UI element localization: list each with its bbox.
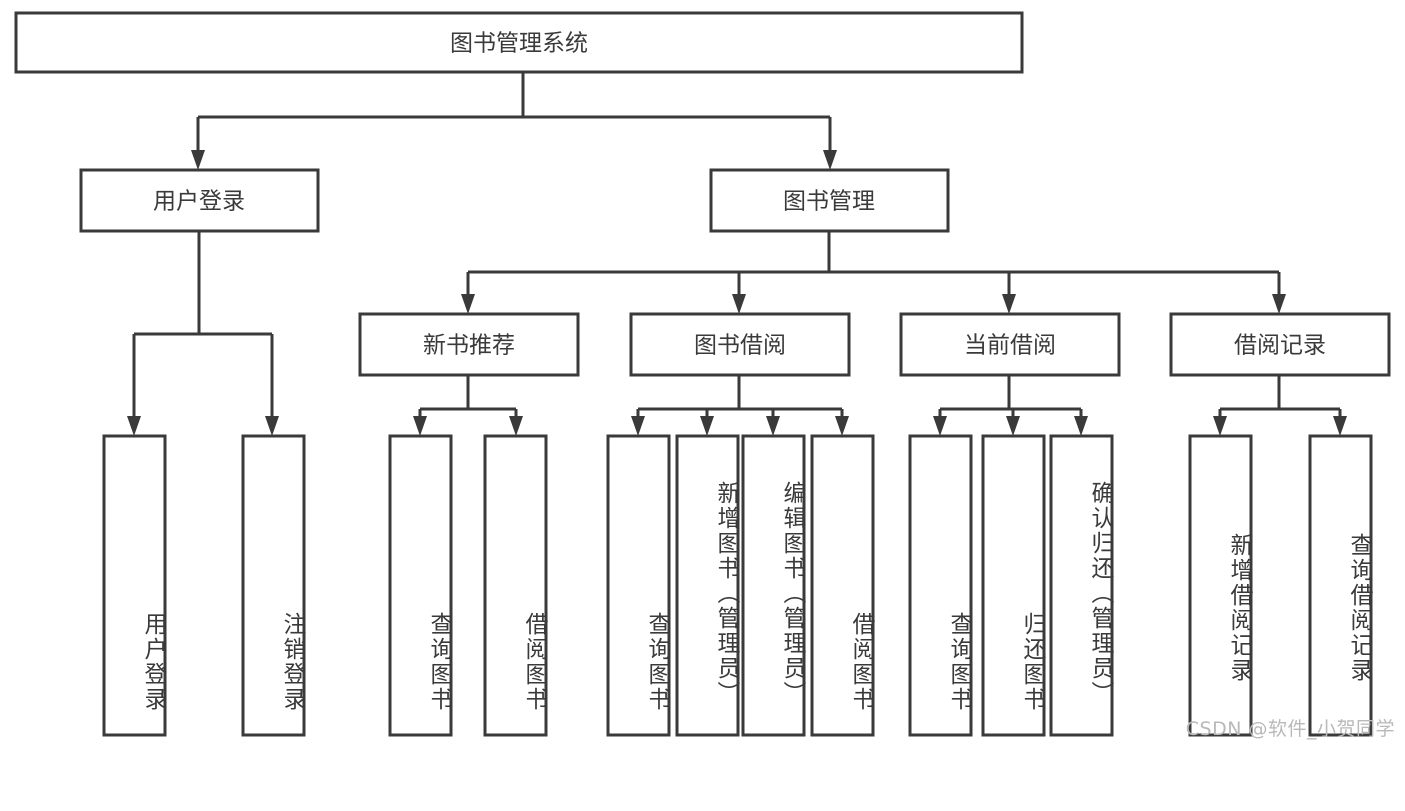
arrow-head-leaf-query-book-2 (631, 416, 645, 436)
node-root-box[interactable] (14, 11, 1024, 74)
leaf-box-return-book[interactable] (981, 434, 1046, 737)
flowchart-svg: 图书管理系统 用户登录 图书管理 新书推荐 图书借阅 当前借阅 借阅记录 (14, 11, 1391, 737)
arrow-head-leaf-borrow-book-2 (835, 416, 849, 436)
leaf-box-edit-book[interactable] (741, 434, 806, 737)
node-current-borrow-box[interactable] (899, 312, 1121, 377)
node-user-login-label: 用户登录 (153, 189, 245, 215)
node-book-mgmt-box[interactable] (709, 168, 950, 233)
arrow-head-leaf-query-record (1333, 416, 1347, 436)
node-book-mgmt-label: 图书管理 (783, 189, 875, 215)
arrow-head-leaf-confirm-return (1074, 416, 1088, 436)
connector-layer (127, 72, 1347, 436)
arrow-head-leaf-user-login (127, 416, 141, 436)
arrow-head-leaf-borrow-book-1 (509, 416, 523, 436)
diagram-canvas: 图书管理系统 用户登录 图书管理 新书推荐 图书借阅 当前借阅 借阅记录 (14, 11, 1395, 740)
arrow-head-leaf-query-book-1 (413, 416, 427, 436)
arrow-head-leaf-add-book (700, 416, 714, 436)
arrow-head-leaf-query-book-3 (933, 416, 947, 436)
arrow-head-book-mgmt (823, 150, 837, 170)
node-root-label: 图书管理系统 (450, 31, 588, 57)
arrow-head-new-book-rec (461, 294, 475, 314)
node-book-borrow-label: 图书借阅 (694, 333, 786, 359)
leaf-box-add-book[interactable] (675, 434, 740, 737)
arrow-head-leaf-edit-book (766, 416, 780, 436)
arrow-head-user-login (191, 150, 205, 170)
node-new-book-rec-box[interactable] (358, 312, 580, 377)
node-current-borrow-label: 当前借阅 (964, 333, 1056, 359)
leaf-box-user-login[interactable] (102, 434, 167, 737)
node-user-login-box[interactable] (79, 168, 320, 233)
leaf-box-borrow-book-2[interactable] (810, 434, 875, 737)
leaf-box-query-record[interactable] (1308, 434, 1373, 737)
leaf-box-logout[interactable] (241, 434, 306, 737)
arrow-head-leaf-return-book (1006, 416, 1020, 436)
node-new-book-rec-label: 新书推荐 (423, 333, 515, 359)
watermark-text: CSDN @软件_小贺同学 (1185, 718, 1395, 740)
arrow-head-leaf-add-record (1213, 416, 1227, 436)
arrow-head-current-borrow (1002, 294, 1016, 314)
leaf-box-query-book-1[interactable] (388, 434, 453, 737)
leaf-box-query-book-3[interactable] (908, 434, 973, 737)
arrow-head-borrow-record (1272, 294, 1286, 314)
arrow-head-leaf-logout (265, 416, 279, 436)
node-borrow-record-box[interactable] (1169, 312, 1391, 377)
arrow-head-book-borrow (732, 294, 746, 314)
node-layer: 图书管理系统 用户登录 图书管理 新书推荐 图书借阅 当前借阅 借阅记录 (14, 11, 1391, 737)
leaf-box-query-book-2[interactable] (606, 434, 671, 737)
node-borrow-record-label: 借阅记录 (1234, 333, 1326, 359)
leaf-box-confirm-return[interactable] (1049, 434, 1114, 737)
leaf-box-add-record[interactable] (1188, 434, 1253, 737)
node-book-borrow-box[interactable] (629, 312, 851, 377)
leaf-box-borrow-book-1[interactable] (483, 434, 548, 737)
